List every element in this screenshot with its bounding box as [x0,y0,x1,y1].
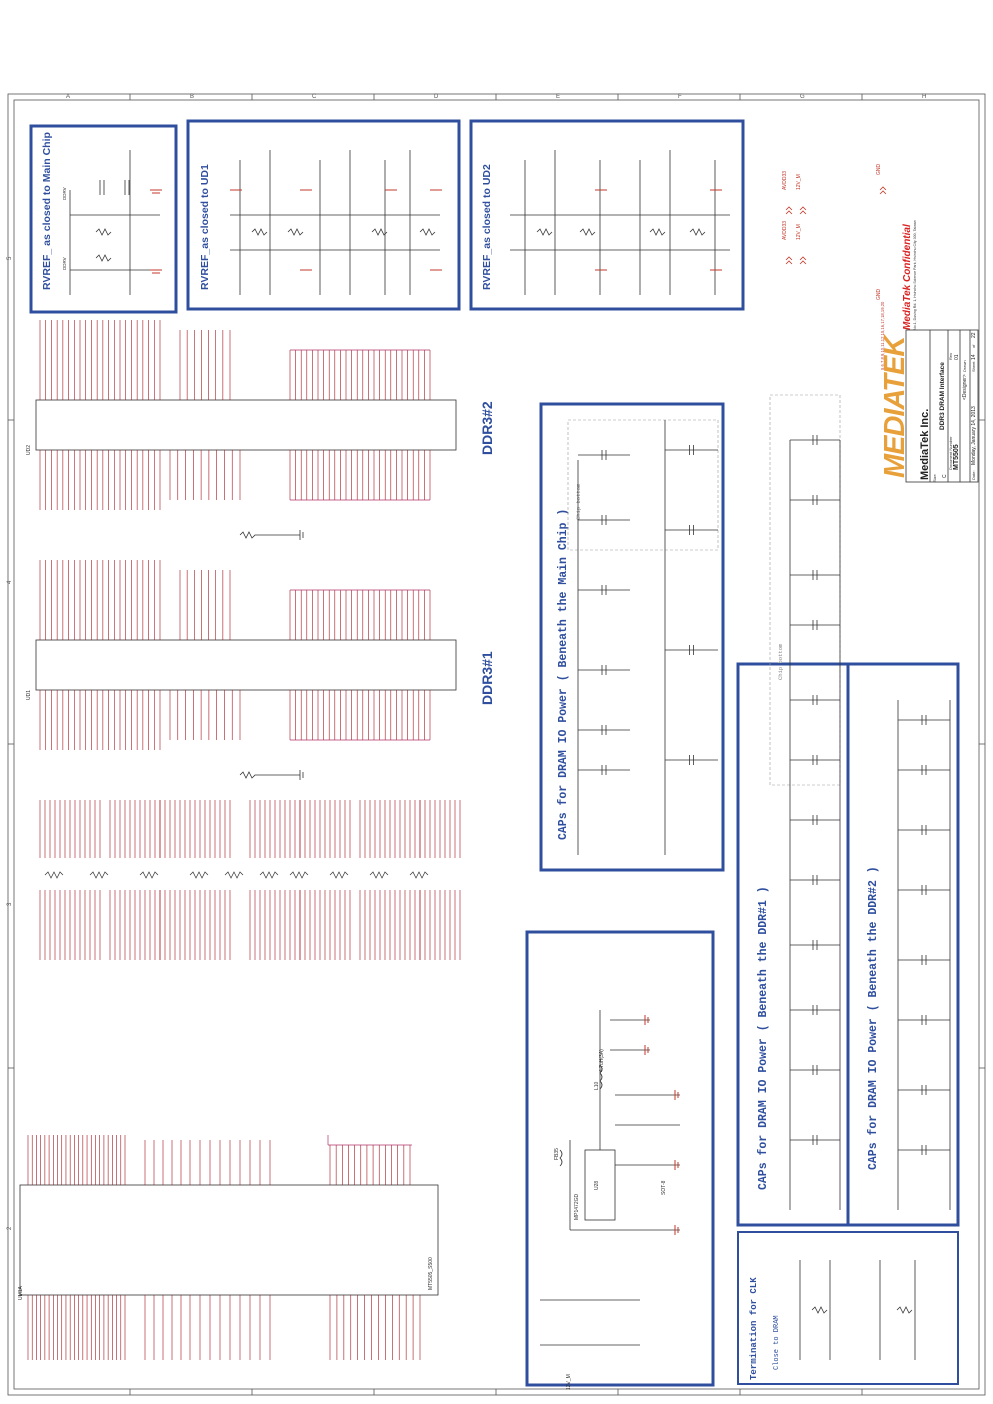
regulator-inductor-ref: L10 [594,1081,600,1090]
chip-bottom-label: Chip bottom [575,483,582,520]
resistor-network-symbol [44,871,64,879]
regulator-package: SOT-8 [661,1180,667,1195]
size-label: Size [932,473,937,482]
rvref-ud1-title: RVREF_as closed to UD1 [199,164,211,290]
document-number: MT5505 [953,444,960,470]
rail-avdd33-label: AVDD33 [782,171,788,190]
rail-12v-label: 12V_M [796,174,802,190]
border-labels: 5 4 3 2 A B C D E F G H [7,94,926,1230]
border-col-label: C [312,94,317,100]
regulator-box: MP1472GD U28 SOT-8 L10 4.7uH(3A) FB35 [525,930,715,1390]
sheet-number: 14 [971,354,977,360]
resistor-network-symbol [289,871,309,879]
regulator-part: MP1472GD [574,1193,580,1220]
border-col-label: A [66,94,70,100]
border-col-label: B [190,94,194,100]
termination-title: Termination for CLK [749,1277,759,1380]
rail-gnd-label: GND [876,289,882,301]
resistor-network-symbol [189,871,209,879]
resistor-network-symbol [224,871,244,879]
ddr3-2-label: DDR3#2 [479,401,495,455]
rvref-ud2-box: RVREF_as closed to UD2 [469,119,745,311]
ddr3-2-refdes: UD2 [26,445,32,455]
designer: <Designer> [962,374,968,400]
confidential-label: MediaTek Confidential [902,224,913,330]
rail-12v-label: 12V_M [796,224,802,240]
border-col-label: G [800,94,805,100]
resistor-network-symbol [139,871,159,879]
caps-main-title: CAPs for DRAM IO Power ( Beneath the Mai… [557,509,570,840]
rev-value: 01 [954,354,960,360]
border-row-label: 5 [7,256,13,260]
caps-main-chip-box: CAPs for DRAM IO Power ( Beneath the Mai… [539,402,725,872]
border-col-label: D [434,94,439,100]
rail-label: DDRV [62,187,67,200]
regulator-inductor: 4.7uH(3A) [599,1049,605,1072]
resistor-network-symbol [409,871,429,879]
termination-close-label: Close to DRAM [773,1315,781,1370]
border-row-label: 3 [7,902,13,906]
drawn-label: Drawn [962,360,967,372]
caps-ddr1-title: CAPs for DRAM IO Power ( Beneath the DDR… [757,886,770,1190]
mediatek-logo: MEDIATEK [879,334,911,478]
regulator-ferrite: FB35 [554,1148,560,1160]
company-address: No.1, Dusing Rd. 1, Hsinchu Science Park… [913,220,917,330]
rvref-ud2-title: RVREF_as closed to UD2 [481,164,493,290]
chip-bottom-label: Chip bottom [777,643,784,680]
logo-wordmark: MEDIATEK [879,334,911,478]
date-label: Date: [971,470,976,480]
border-row-label: 2 [7,1226,13,1230]
caps-ddr2-title: CAPs for DRAM IO Power ( Beneath the DDR… [867,866,880,1170]
sheet-reference-note: 5,6,7,8,9,10,11,12,15,16,17,18,19,20 [880,301,885,370]
document-title: DDR3 DRAM Interface [939,362,946,430]
sheet-label: Sheet [971,361,976,372]
main-chip-part: MT5505_S500 [428,1257,434,1290]
rvref-main-box: RVREF_ as closed to Main Chip DDRV DDRV [29,124,178,314]
border-col-label: H [922,94,926,100]
company-name: MediaTek Inc. [919,409,931,480]
border-col-label: F [678,94,682,100]
resistor-network-symbol [329,871,349,879]
rail-label: DDRV [62,257,67,270]
rev-label: Rev [948,353,953,360]
main-chip-block: UM1A MT5505_S500 [18,1135,439,1360]
docnum-label: Document Number [948,436,953,470]
regulator-ic [584,1149,616,1221]
rail-gnd-label: GND [876,164,882,176]
rvref-main-title: RVREF_ as closed to Main Chip [41,132,53,290]
ddr3-1-label: DDR3#1 [479,651,495,705]
drawing-frame [7,93,986,1396]
caps-ddr2-box: CAPs for DRAM IO Power ( Beneath the DDR… [846,662,960,1227]
resistor-network-symbol [369,871,389,879]
rail-symbols-top: AVDD33 12V_M AVDD33 12V_M GND GND 5,6,7,… [782,164,887,370]
rail-avdd33-label: AVDD33 [782,221,788,240]
size-value: C [942,474,948,478]
ddr3-2-block: UD2 DDR3#2 [26,320,495,540]
caps-ddr1-box: CAPs for DRAM IO Power ( Beneath the DDR… [736,394,850,1227]
rail-12v-label: 12V_M [566,1374,572,1390]
ddr3-1-refdes: UD1 [26,690,32,700]
border-row-label: 4 [7,580,13,584]
main-chip-refdes: UM1A [18,1285,24,1300]
sheet-of-label: of [971,344,976,348]
resistor-network-symbol [259,871,279,879]
resistor-network-block [39,800,461,960]
rvref-ud1-box: RVREF_as closed to UD1 [186,119,461,311]
border-col-label: E [556,94,560,100]
title-block: MediaTek Inc. MediaTek Confidential No.1… [879,220,979,483]
regulator-ref: U28 [594,1181,600,1190]
ddr3-1-block: UD1 DDR3#1 [26,560,495,780]
resistor-network-symbol [89,871,109,879]
date-value: Monday, January 14, 2013 [971,406,977,465]
sheet-total: 22 [971,332,977,338]
termination-box: Termination for CLK Close to DRAM [737,1231,959,1385]
